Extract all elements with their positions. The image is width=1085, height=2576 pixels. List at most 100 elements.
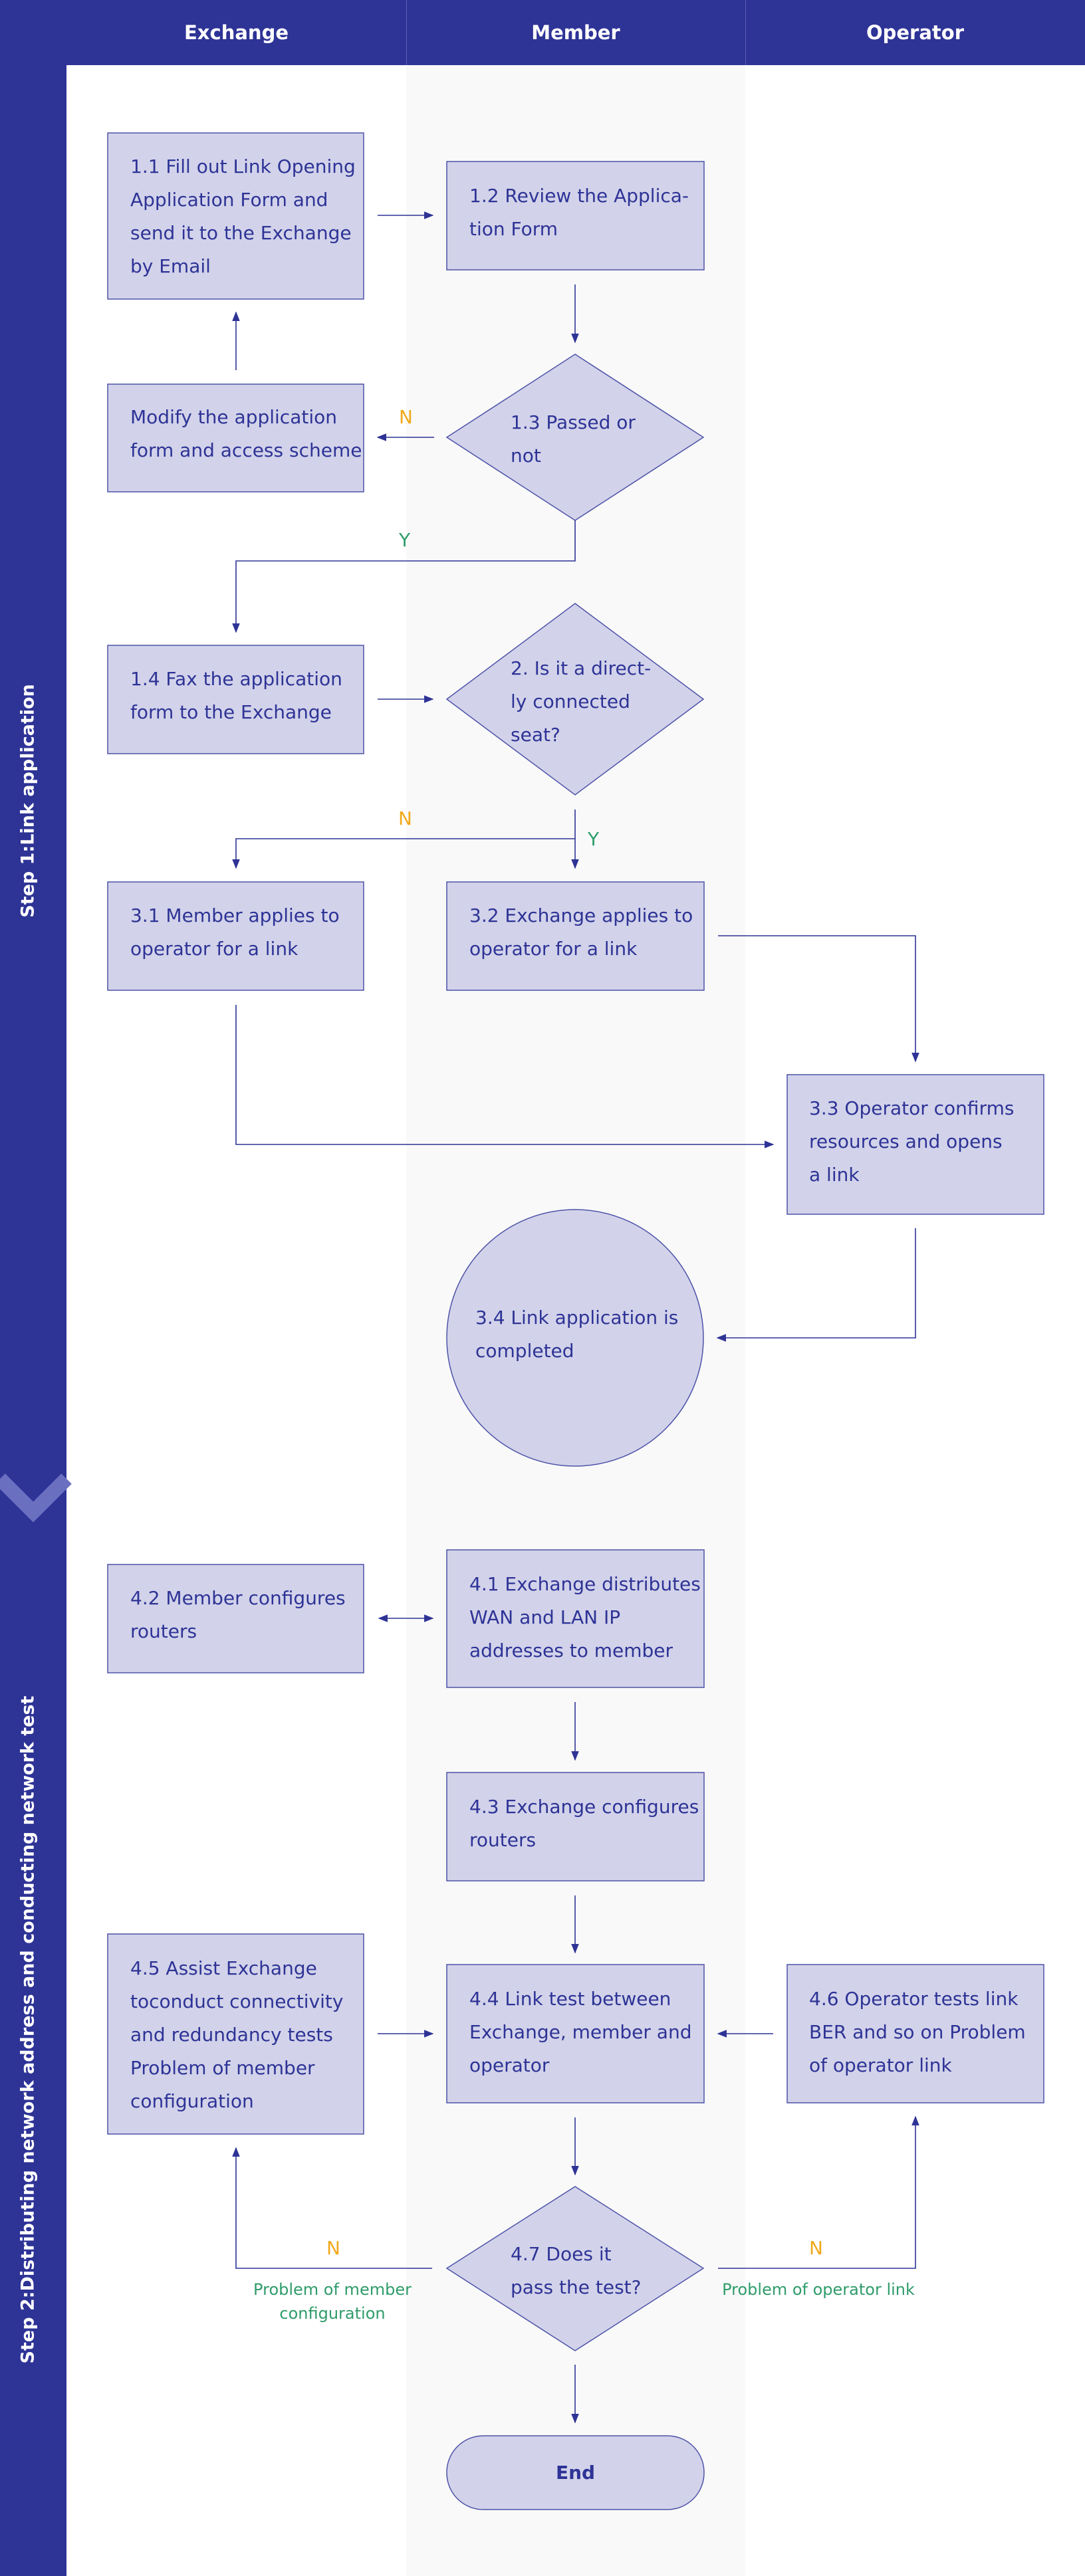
node-text-line: 1.3 Passed or — [511, 411, 636, 433]
node-1-1: 1.1 Fill out Link Opening Application Fo… — [130, 150, 356, 283]
node-2: 2. Is it a direct- ly connected seat? — [511, 652, 651, 752]
node-1-4-shape — [107, 645, 364, 754]
node-text-line: routers — [469, 1829, 537, 1851]
node-2-shape — [445, 603, 705, 796]
node-text-line: WAN and LAN IP — [469, 1606, 621, 1628]
header-divider — [406, 0, 407, 65]
node-text-line: 4.1 Exchange distributes — [469, 1573, 701, 1595]
node-4-5-shape — [107, 1933, 364, 2135]
node-modify: Modify the application form and access s… — [130, 401, 362, 467]
node-4-1: 4.1 Exchange distributes WAN and LAN IP … — [469, 1568, 701, 1667]
node-4-5: 4.5 Assist Exchange toconduct connectivi… — [130, 1952, 343, 2118]
label-no-right-4-7: N — [809, 2237, 823, 2259]
node-text-line: of operator link — [809, 2054, 952, 2076]
node-text-line: 4.3 Exchange configures — [469, 1796, 699, 1818]
edge-1-3-yes-to-1-4 — [232, 520, 576, 633]
node-text-line: Application Form and — [130, 189, 328, 211]
node-3-1-shape — [107, 881, 364, 991]
note-operator-problem: Problem of operator link — [722, 2280, 915, 2299]
node-4-3-shape — [446, 1772, 705, 1881]
node-3-3: 3.3 Operator confirms resources and open… — [809, 1092, 1014, 1192]
node-text-line: routers — [130, 1620, 197, 1642]
node-4-6: 4.6 Operator tests link BER and so on Pr… — [809, 1983, 1026, 2082]
node-text-line: Problem of member — [130, 2057, 315, 2079]
node-4-4-shape — [446, 1964, 705, 2103]
node-text-line: 3.4 Link application is — [475, 1307, 679, 1329]
node-text-line: 4.6 Operator tests link — [809, 1988, 1019, 2010]
node-4-3: 4.3 Exchange configures routers — [469, 1790, 699, 1857]
node-text-line: 2. Is it a direct- — [511, 657, 652, 679]
lane-operator-title: Operator — [866, 21, 965, 44]
node-text-line: toconduct connectivity — [130, 1990, 344, 2012]
node-text-line: a link — [809, 1164, 860, 1186]
node-1-2-shape — [446, 161, 705, 270]
node-text-line: configuration — [130, 2090, 254, 2112]
node-text-line: operator — [469, 2054, 550, 2076]
node-1-2: 1.2 Review the Applica- tion Form — [469, 179, 689, 246]
node-text-line: operator for a link — [130, 938, 299, 960]
node-3-2: 3.2 Exchange applies to operator for a l… — [469, 899, 693, 966]
node-1-4: 1.4 Fax the application form to the Exch… — [130, 663, 342, 729]
node-text-line: 4.2 Member configures — [130, 1587, 346, 1609]
node-text-line: resources and opens — [809, 1130, 1003, 1152]
label-no-left-4-7: N — [326, 2237, 340, 2259]
note-line: Problem of member — [253, 2280, 412, 2299]
node-text-line: Exchange, member and — [469, 2021, 692, 2043]
node-text-line: 1.4 Fax the application — [130, 668, 342, 690]
node-modify-shape — [107, 383, 364, 492]
node-text-line: 1.1 Fill out Link Opening — [130, 156, 356, 177]
node-text-line: form to the Exchange — [130, 701, 332, 723]
node-text-line: send it to the Exchange — [130, 222, 352, 244]
node-text-line: 1.2 Review the Applica- — [469, 185, 689, 207]
node-text-line: not — [511, 445, 541, 467]
node-text-line: 3.3 Operator confirms — [809, 1097, 1015, 1119]
node-3-2-shape — [446, 881, 705, 991]
node-4-1-shape — [446, 1549, 705, 1688]
header-divider — [745, 0, 746, 65]
node-text-line: 4.5 Assist Exchange — [130, 1957, 317, 1979]
node-text-line: 4.4 Link test between — [469, 1988, 671, 2010]
edge-4-7-no-to-4-6 — [718, 2115, 919, 2269]
lane-member-title: Member — [531, 21, 620, 44]
node-text-line: 4.7 Does it — [511, 2243, 612, 2265]
label-yes-1-3: Y — [399, 529, 411, 551]
label-no-modify: N — [399, 406, 413, 428]
step-separator-chevron — [0, 1473, 72, 1523]
node-4-4: 4.4 Link test between Exchange, member a… — [469, 1983, 691, 2082]
node-4-6-shape — [786, 1964, 1044, 2103]
node-end-shape — [446, 2435, 705, 2510]
node-4-2-shape — [107, 1564, 364, 1673]
node-4-2: 4.2 Member configures routers — [130, 1582, 346, 1648]
node-text-line: form and access scheme — [130, 439, 362, 461]
node-3-1: 3.1 Member applies to operator for a lin… — [130, 899, 340, 966]
note-line: configuration — [279, 2304, 386, 2323]
node-3-4: 3.4 Link application is completed — [475, 1301, 678, 1368]
node-3-4-shape — [446, 1209, 704, 1467]
node-text-line: pass the test? — [511, 2276, 642, 2298]
node-text-line: seat? — [511, 724, 560, 746]
node-1-3: 1.3 Passed or not — [511, 406, 636, 473]
node-4-7-shape — [445, 2186, 705, 2351]
node-4-7: 4.7 Does it pass the test? — [511, 2238, 642, 2304]
node-text-line: operator for a link — [469, 938, 638, 960]
node-1-1-shape — [107, 132, 364, 300]
edge-3-2-to-3-3 — [718, 935, 919, 1063]
node-text-line: ly connected — [511, 691, 630, 712]
edge-4-7-no-to-4-5 — [232, 2147, 432, 2269]
node-text-line: 3.2 Exchange applies to — [469, 905, 693, 926]
edge-2-no-to-3-1 — [232, 809, 576, 869]
node-end: End — [555, 2462, 596, 2484]
node-text-line: addresses to member — [469, 1640, 673, 1662]
node-3-3-shape — [786, 1074, 1044, 1215]
node-text-line: 3.1 Member applies to — [130, 905, 340, 926]
label-yes-2: Y — [588, 828, 600, 850]
node-text-line: Modify the application — [130, 406, 337, 428]
node-text-line: and redundancy tests — [130, 2024, 333, 2046]
node-text-line: by Email — [130, 255, 211, 277]
node-text-line: tion Form — [469, 218, 558, 240]
edge-3-3-to-3-4 — [716, 1228, 916, 1342]
lane-header: Exchange Member Operator — [66, 0, 1085, 65]
edge-3-1-to-3-3 — [235, 1005, 775, 1148]
lane-exchange-title: Exchange — [184, 21, 289, 44]
